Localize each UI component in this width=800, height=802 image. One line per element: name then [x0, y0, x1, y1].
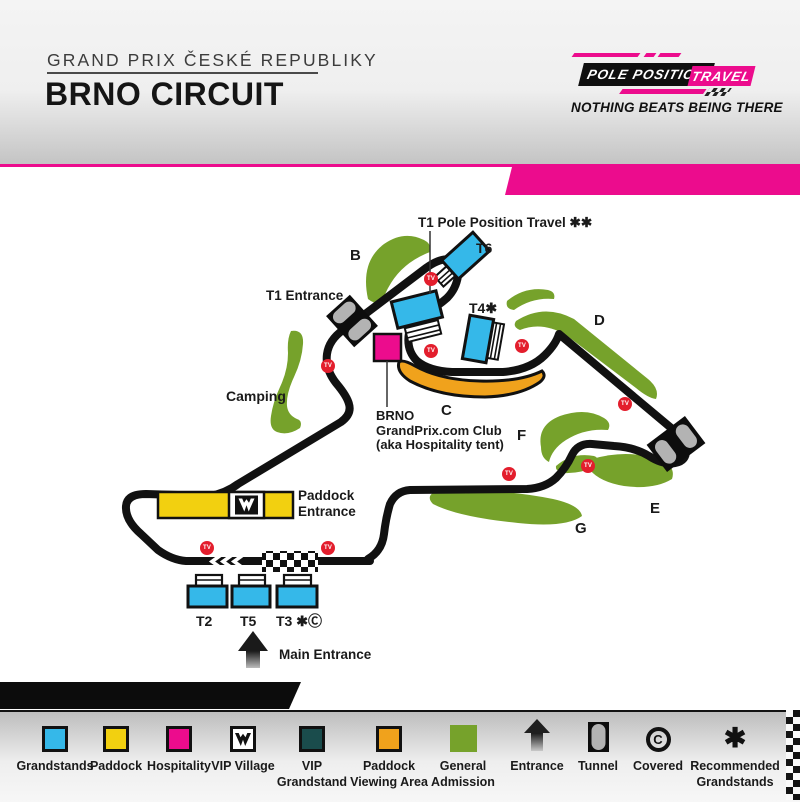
tv-camera-icon: TV	[618, 397, 632, 411]
event-subtitle: GRAND PRIX ČESKÉ REPUBLIKY	[47, 50, 378, 70]
paddock-viewing-area	[397, 359, 546, 399]
main-entrance-label: Main Entrance	[279, 647, 372, 662]
section-f-label: F	[517, 427, 527, 444]
paddock-swatch	[103, 726, 129, 752]
section-e-label: E	[650, 500, 661, 517]
legend-label: VIP Village	[211, 759, 275, 773]
vip-village-icon	[230, 726, 256, 752]
general-admission-area-g	[429, 490, 582, 525]
legend-label: VIP Grandstand	[276, 759, 348, 789]
legend-item-vip-village: VIP Village	[195, 716, 291, 775]
tunnel-icon-hairpin	[646, 415, 706, 473]
legend-label: Paddock Viewing Area	[350, 759, 428, 789]
legend-item-covered: C Covered	[610, 716, 706, 775]
legend-bar	[0, 710, 800, 802]
vip-grandstand-swatch	[299, 726, 325, 752]
grandstand-t4	[460, 313, 506, 365]
legend-item-recommended: ✱ Recommended Grandstands	[687, 716, 783, 790]
legend-item-paddock: Paddock	[68, 716, 164, 775]
legend-item-paddock-viewing: Paddock Viewing Area	[341, 716, 437, 790]
general-admission-swatch	[449, 725, 477, 752]
t1-entrance-label: T1 Entrance	[266, 288, 344, 303]
grandstands-swatch	[42, 726, 68, 752]
tunnel-icon	[587, 722, 609, 752]
tv-camera-icon: TV	[321, 359, 335, 373]
legend-item-hospitality: Hospitality	[131, 716, 227, 775]
legend-label: Recommended Grandstands	[690, 759, 780, 789]
legend-item-general-admission: General Admission	[415, 716, 511, 790]
legend-label: Tunnel	[577, 759, 619, 773]
general-admission-area-b	[366, 235, 431, 304]
section-g-label: G	[575, 520, 587, 537]
general-admission-area-d	[514, 311, 657, 399]
tv-camera-icon: TV	[581, 459, 595, 473]
legend-item-entrance: Entrance	[489, 716, 585, 775]
paddock-area	[156, 490, 295, 520]
tv-camera-icon: TV	[424, 344, 438, 358]
grandstand-t3	[275, 573, 319, 609]
t4-label: T4✱	[469, 300, 498, 316]
header-banner: GRAND PRIX ČESKÉ REPUBLIKY BRNO CIRCUIT …	[0, 0, 800, 167]
legend-label: Entrance	[510, 759, 564, 773]
pink-accent-band	[505, 167, 800, 195]
grandstand-t2	[186, 573, 229, 609]
covered-icon: C	[645, 727, 671, 752]
track-outline	[121, 255, 691, 565]
vip-village-icon	[238, 498, 255, 512]
legend-label: Hospitality	[147, 759, 211, 773]
legend-item-vip-grandstand: VIP Grandstand	[264, 716, 360, 790]
legend-item-tunnel: Tunnel	[550, 716, 646, 775]
black-accent-band	[0, 682, 301, 709]
hospitality-swatch	[166, 726, 192, 752]
general-admission-area-f	[540, 411, 610, 462]
page-title: BRNO CIRCUIT	[45, 76, 284, 112]
main-entrance-arrow-icon	[238, 631, 268, 668]
legend-label: Grandstands	[16, 759, 94, 773]
recommended-star-icon: ✱	[723, 723, 747, 753]
start-finish-line	[262, 551, 318, 572]
section-c-label: C	[441, 402, 452, 419]
grandstand-t5	[230, 573, 272, 609]
camping-label: Camping	[226, 388, 286, 404]
logo-tagline: NOTHING BEATS BEING THERE	[571, 100, 783, 115]
entrance-arrow-icon	[524, 719, 550, 751]
legend-item-grandstands: Grandstands	[7, 716, 103, 775]
hospitality-label: BRNO GrandPrix.com Club (aka Hospitality…	[376, 408, 504, 453]
tv-camera-icon: TV	[515, 339, 529, 353]
general-admission-area-d-small	[506, 289, 555, 310]
direction-chevrons	[208, 553, 245, 570]
t6-label: T6	[476, 240, 493, 256]
grandstand-t1	[389, 289, 445, 344]
hospitality-marker	[372, 332, 403, 363]
general-admission-area-camping	[270, 330, 304, 434]
paddock-entrance-label: Paddock Entrance	[298, 488, 356, 519]
t3-label: T3 ✱Ⓒ	[276, 613, 322, 629]
t5-label: T5	[240, 613, 257, 629]
tunnel-icon-t1-entrance	[326, 294, 378, 348]
legend-checkered-edge	[786, 710, 800, 800]
covered-glyph: C	[653, 732, 663, 747]
legend-label: Paddock	[89, 759, 143, 773]
title-divider	[47, 72, 318, 74]
t1-grandstand-label: T1 Pole Position Travel ✱✱	[418, 215, 593, 230]
legend-label: Covered	[632, 759, 684, 773]
t2-label: T2	[196, 613, 213, 629]
section-d-label: D	[594, 312, 605, 329]
tv-camera-icon: TV	[321, 541, 335, 555]
paddock-viewing-swatch	[376, 726, 402, 752]
legend-label: General Admission	[431, 759, 495, 789]
tv-camera-icon: TV	[502, 467, 516, 481]
tv-camera-icon: TV	[424, 272, 438, 286]
section-b-label: B	[350, 247, 361, 264]
grandstand-t6	[433, 230, 492, 288]
tv-camera-icon: TV	[200, 541, 214, 555]
